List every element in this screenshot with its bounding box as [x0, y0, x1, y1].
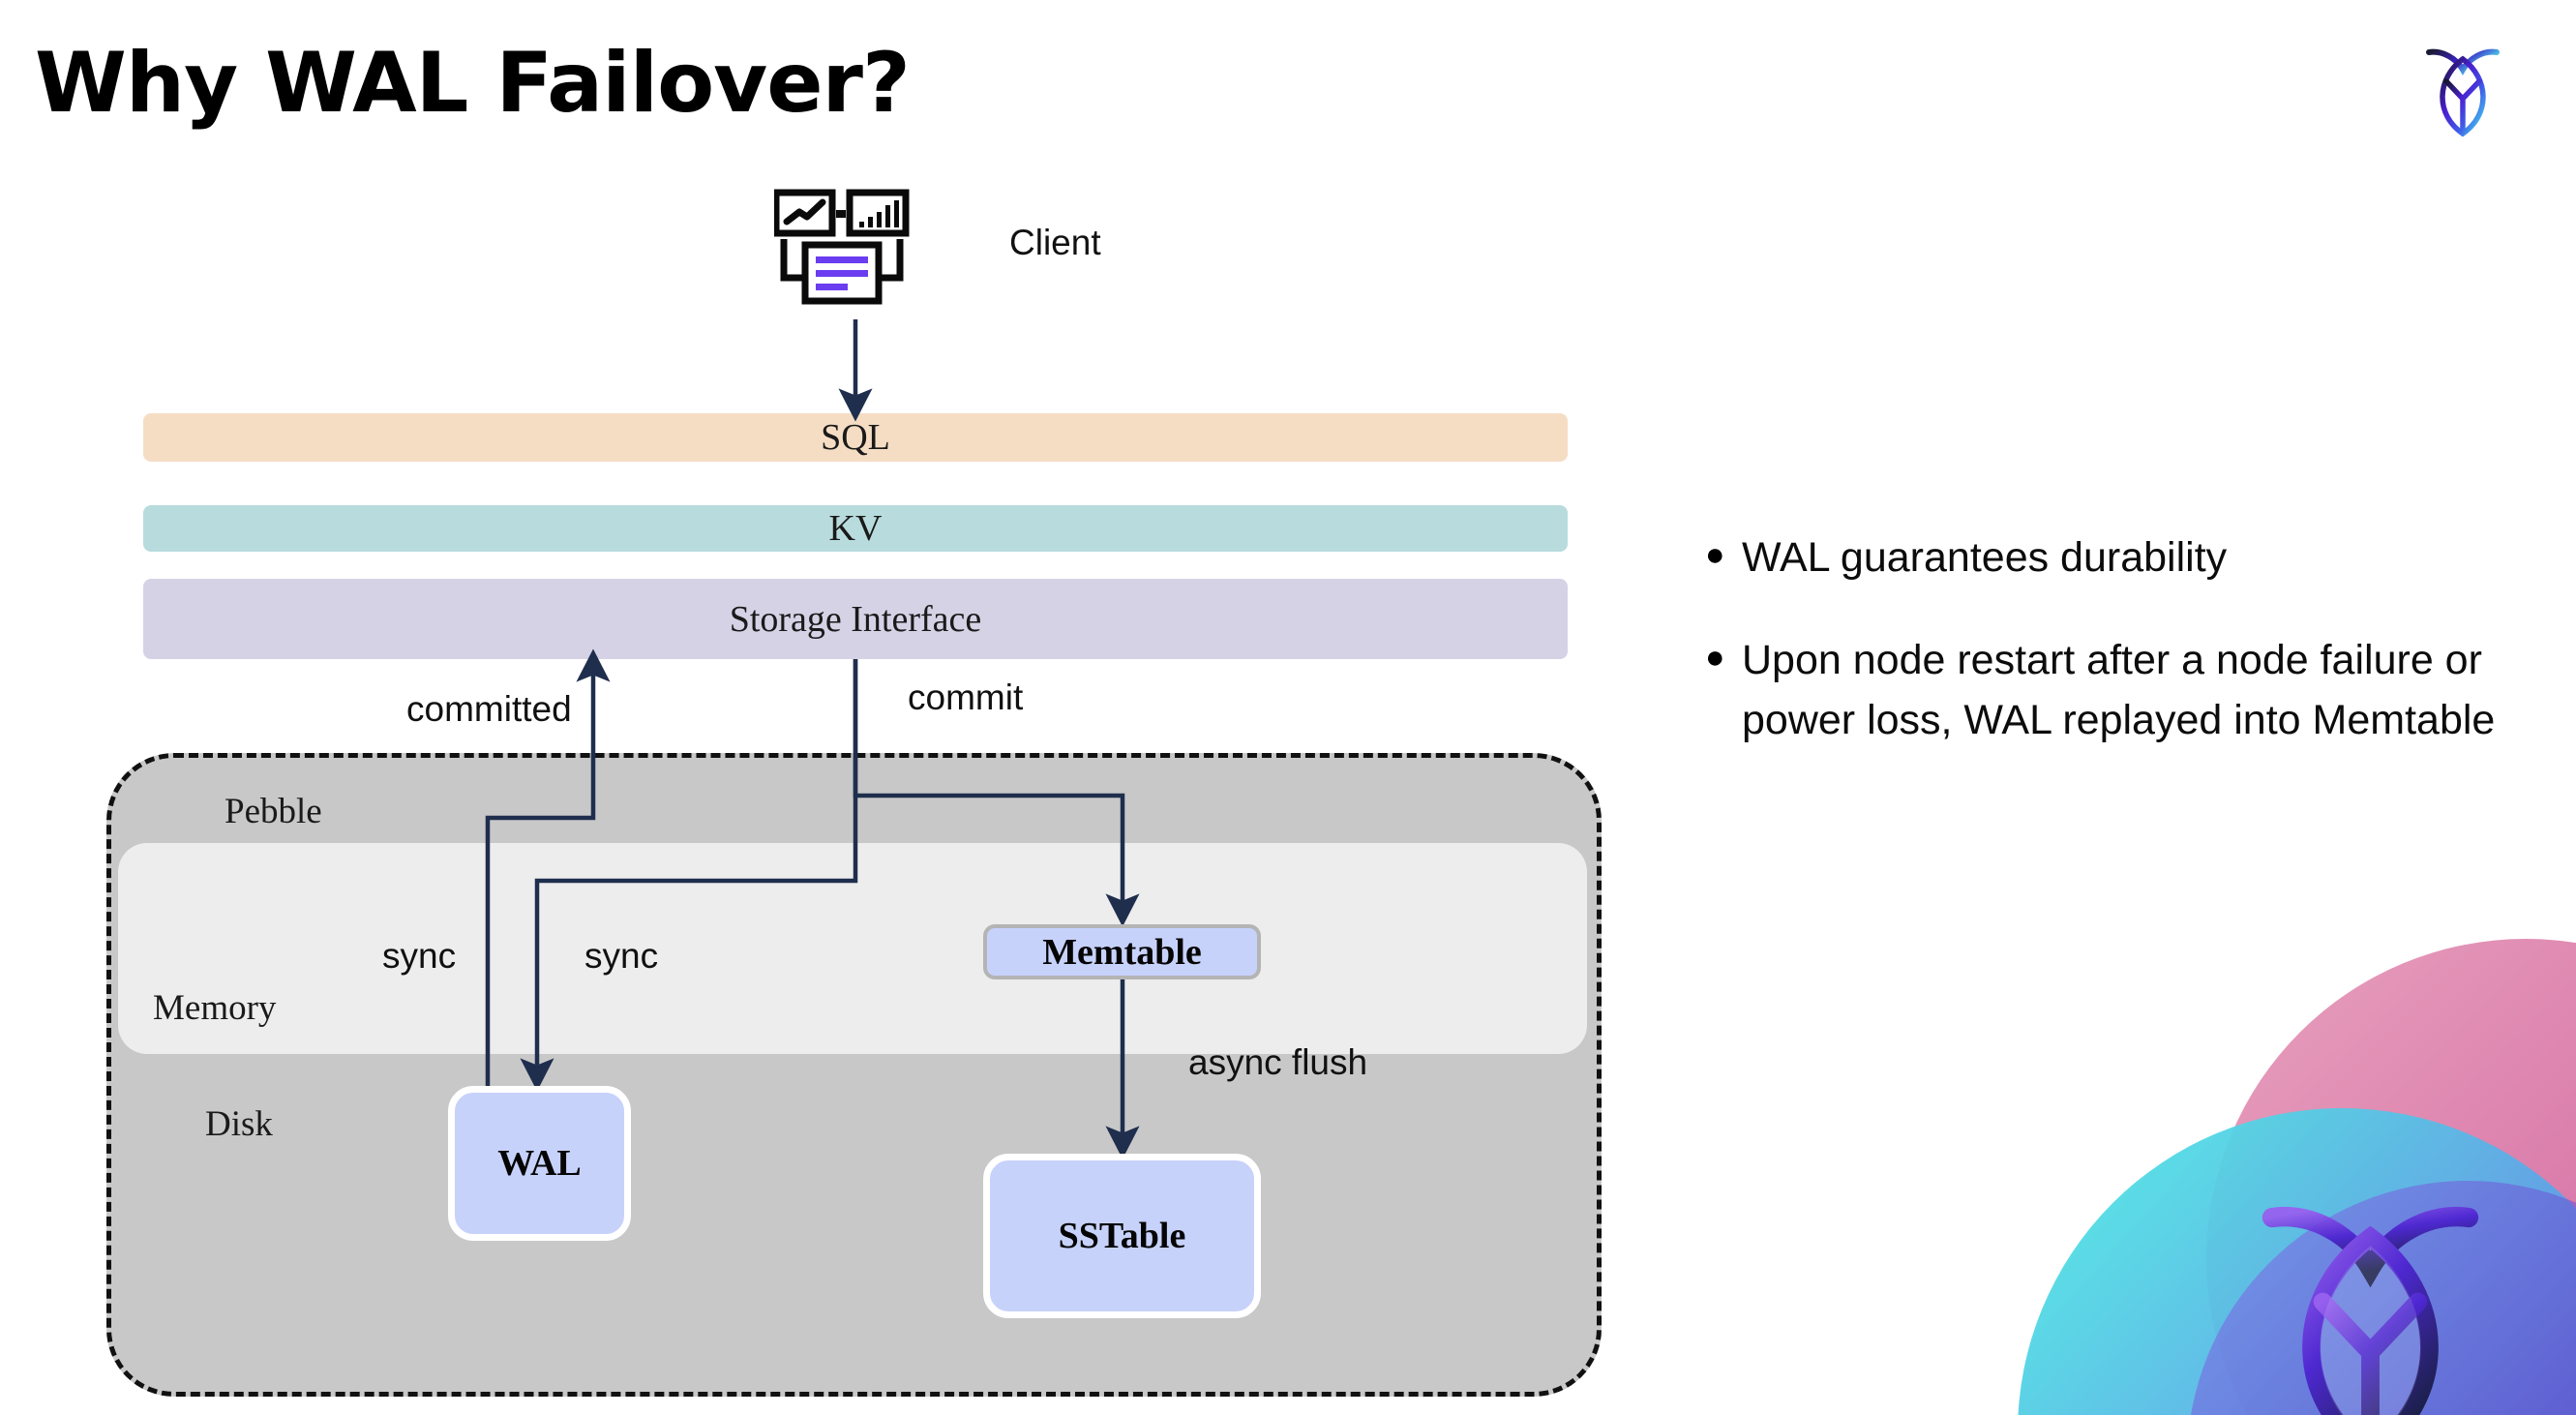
edge-label-sync-left: sync [382, 936, 457, 976]
page-title: Why WAL Failover? [35, 35, 911, 132]
list-item: ● WAL guarantees durability [1705, 527, 2557, 587]
layer-bar-kv: KV [143, 505, 1568, 552]
node-sstable-label: SSTable [1058, 1216, 1186, 1256]
node-memtable: Memtable [983, 924, 1261, 979]
node-memtable-label: Memtable [1042, 931, 1202, 973]
layer-bar-storage-interface-label: Storage Interface [729, 598, 982, 640]
client-label: Client [1009, 223, 1101, 262]
edge-label-async-flush: async flush [1188, 1042, 1368, 1082]
node-wal: WAL [448, 1086, 631, 1241]
list-item: ● Upon node restart after a node failure… [1705, 630, 2557, 750]
layer-bar-sql-label: SQL [821, 417, 890, 458]
bullet-marker-icon: ● [1705, 536, 1725, 573]
memory-region [118, 843, 1587, 1054]
node-sstable: SSTable [983, 1154, 1261, 1318]
bullet-text: Upon node restart after a node failure o… [1742, 637, 2496, 743]
edge-label-commit: commit [908, 677, 1024, 717]
decorative-gradient-artwork [1926, 919, 2576, 1415]
layer-bar-storage-interface: Storage Interface [143, 579, 1568, 659]
cockroachdb-logo [2410, 33, 2516, 159]
client-dashboard-icon [772, 189, 929, 324]
memory-label: Memory [153, 988, 277, 1028]
layer-bar-kv-label: KV [828, 508, 883, 549]
bullet-text: WAL guarantees durability [1742, 534, 2228, 581]
edge-label-sync-right: sync [584, 936, 659, 976]
bullet-list: ● WAL guarantees durability ● Upon node … [1705, 527, 2557, 793]
edge-label-committed: committed [406, 689, 572, 729]
layer-bar-sql: SQL [143, 413, 1568, 462]
pebble-label: Pebble [225, 792, 322, 831]
bullet-marker-icon: ● [1705, 639, 1725, 676]
node-wal-label: WAL [497, 1143, 582, 1184]
disk-label: Disk [205, 1104, 273, 1144]
